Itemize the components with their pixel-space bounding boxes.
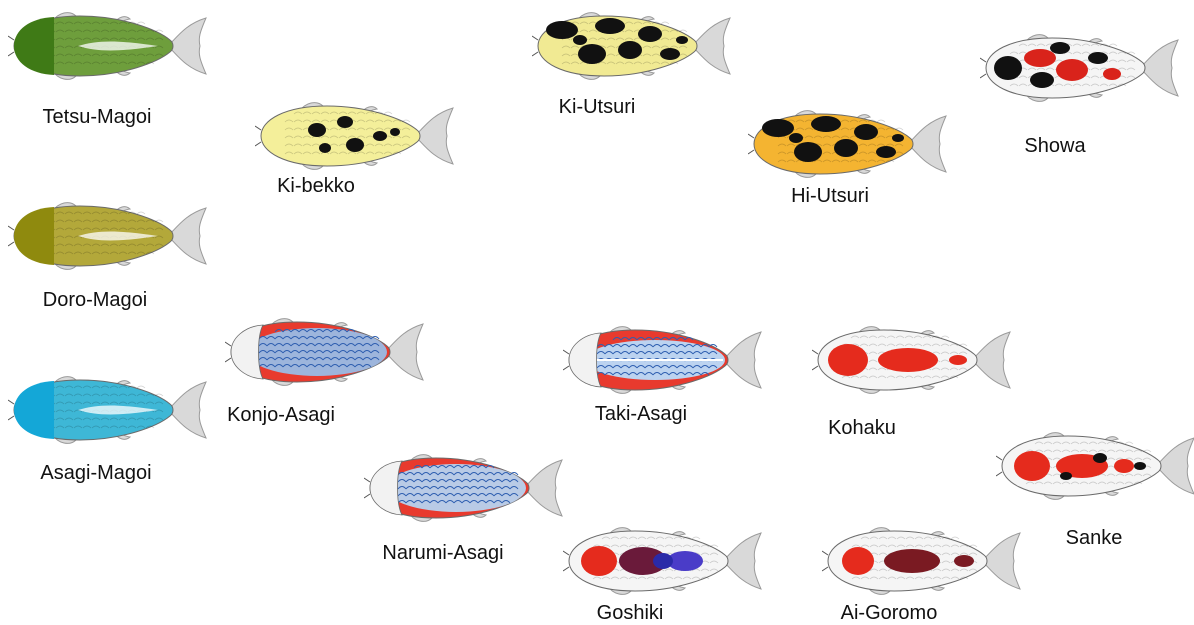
fish-doro-magoi: [8, 200, 208, 272]
label-ki-utsuri: Ki-Utsuri: [559, 96, 636, 118]
fish-hi-utsuri: [748, 108, 948, 180]
fish-kohaku: [812, 324, 1012, 396]
fish-ki-bekko: [255, 100, 455, 172]
label-kohaku: Kohaku: [828, 417, 896, 439]
label-hi-utsuri: Hi-Utsuri: [791, 185, 869, 207]
fish-ai-goromo: [822, 525, 1022, 597]
fish-konjo-asagi: [225, 316, 425, 388]
fish-goshiki: [563, 525, 763, 597]
label-tetsu-magoi: Tetsu-Magoi: [43, 106, 152, 128]
fish-asagi-magoi: [8, 374, 208, 446]
label-konjo-asagi: Konjo-Asagi: [227, 404, 335, 426]
label-showa: Showa: [1024, 135, 1085, 157]
label-ai-goromo: Ai-Goromo: [841, 602, 938, 624]
label-ki-bekko: Ki-bekko: [277, 175, 355, 197]
label-sanke: Sanke: [1066, 527, 1123, 549]
label-narumi-asagi: Narumi-Asagi: [382, 542, 503, 564]
fish-narumi-asagi: [364, 452, 564, 524]
fish-ki-utsuri: [532, 10, 732, 82]
fish-showa: [980, 32, 1180, 104]
fish-sanke: [996, 430, 1194, 502]
fish-taki-asagi: [563, 324, 763, 396]
fish-tetsu-magoi: [8, 10, 208, 82]
label-taki-asagi: Taki-Asagi: [595, 403, 687, 425]
label-goshiki: Goshiki: [597, 602, 664, 624]
label-doro-magoi: Doro-Magoi: [43, 289, 147, 311]
label-asagi-magoi: Asagi-Magoi: [40, 462, 151, 484]
